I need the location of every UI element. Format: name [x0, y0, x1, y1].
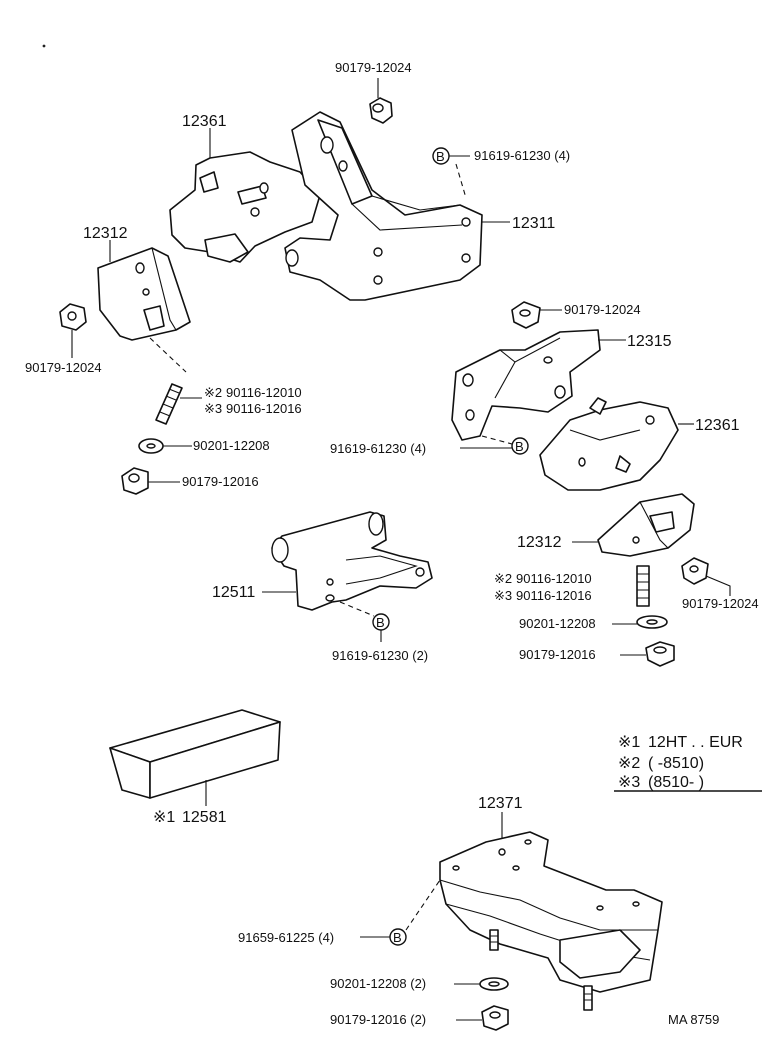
label-90116-12016-left: 90116-12016 — [226, 401, 302, 416]
bracket-12511 — [271, 511, 433, 611]
note-2-text: ( -8510) — [648, 755, 704, 772]
label-12311: 12311 — [512, 215, 555, 232]
label-90201-12208-right: 90201-12208 — [519, 616, 596, 631]
note-3-mark: ※3 — [618, 774, 640, 791]
label-90179-12016-left: 90179-12016 — [182, 474, 259, 489]
bolt-symbol-12371: B — [389, 928, 407, 946]
pad-12581 — [109, 709, 281, 799]
stopper-12312-right — [597, 493, 695, 557]
bracket-12315 — [451, 329, 601, 441]
figure-code: MA 8759 — [668, 1012, 719, 1027]
label-12361-right: 12361 — [695, 417, 740, 434]
speck-mark — [42, 44, 46, 48]
label-90179-12024-right: 90179-12024 — [564, 302, 641, 317]
nut-90179-12016-left — [121, 467, 149, 495]
stud-right — [636, 565, 650, 607]
label-90179-12024-top: 90179-12024 — [335, 60, 412, 75]
nut-90179-12024-right2 — [681, 557, 709, 585]
washer-90201-12208-right — [636, 615, 668, 629]
stopper-12312-left — [97, 247, 191, 341]
nut-90179-12016-right — [645, 641, 675, 667]
notes-legend: ※1 12HT . . EUR ※2 ( -8510) ※3 (8510- ) — [614, 734, 762, 792]
label-90179-12016-2: 90179-12016 (2) — [330, 1012, 426, 1027]
note-2-mark: ※2 — [618, 755, 640, 772]
svg-text:B: B — [515, 439, 524, 454]
crossmember-12371 — [439, 831, 663, 1011]
stud-left — [155, 383, 183, 425]
washer-90201-12208-2 — [479, 977, 509, 991]
label-91619-61230-4-mid: 91619-61230 (4) — [330, 441, 426, 456]
nut-90179-12024-right — [511, 301, 541, 329]
label-90201-12208-2: 90201-12208 (2) — [330, 976, 426, 991]
mark-3-left: ※3 — [204, 401, 222, 416]
svg-text:B: B — [393, 930, 402, 945]
note-1-text: 12HT . . EUR — [648, 734, 743, 751]
mark-3-right: ※3 — [494, 588, 512, 603]
nut-90179-12024-top — [369, 97, 393, 124]
label-90179-12024-right2: 90179-12024 — [682, 596, 759, 611]
svg-text:B: B — [376, 615, 385, 630]
svg-text:B: B — [436, 149, 445, 164]
bracket-12311 — [284, 111, 483, 301]
label-90201-12208-left: 90201-12208 — [193, 438, 270, 453]
label-12581: 12581 — [182, 809, 227, 826]
nut-90179-12016-2 — [481, 1005, 509, 1031]
label-90116-12010-right: 90116-12010 — [516, 571, 592, 586]
mark-1-12581: ※1 — [153, 809, 175, 826]
mark-2-left: ※2 — [204, 385, 222, 400]
label-12361-top: 12361 — [182, 113, 227, 130]
mark-2-right: ※2 — [494, 571, 512, 586]
insulator-12361-top — [169, 151, 321, 263]
label-91619-61230-2: 91619-61230 (2) — [332, 648, 428, 663]
note-1-mark: ※1 — [618, 734, 640, 751]
label-90116-12016-right: 90116-12016 — [516, 588, 592, 603]
bolt-symbol-12511: B — [372, 613, 390, 631]
note-3-text: (8510- ) — [648, 774, 704, 791]
nut-90179-12024-left — [59, 303, 87, 331]
label-90116-12010-left: 90116-12010 — [226, 385, 302, 400]
insulator-12361-right — [539, 397, 679, 491]
bolt-symbol-mid: B — [511, 437, 529, 455]
label-91619-61230-4-top: 91619-61230 (4) — [474, 148, 570, 163]
label-12371: 12371 — [478, 795, 523, 812]
label-12511: 12511 — [212, 584, 255, 601]
washer-90201-12208-left — [138, 438, 164, 454]
label-12312-left: 12312 — [83, 225, 128, 242]
label-90179-12024-left: 90179-12024 — [25, 360, 102, 375]
label-12315: 12315 — [627, 333, 672, 350]
label-90179-12016-right: 90179-12016 — [519, 647, 596, 662]
label-12312-right: 12312 — [517, 534, 562, 551]
bolt-symbol-top: B — [432, 147, 450, 165]
label-91659-61225-4: 91659-61225 (4) — [238, 930, 334, 945]
